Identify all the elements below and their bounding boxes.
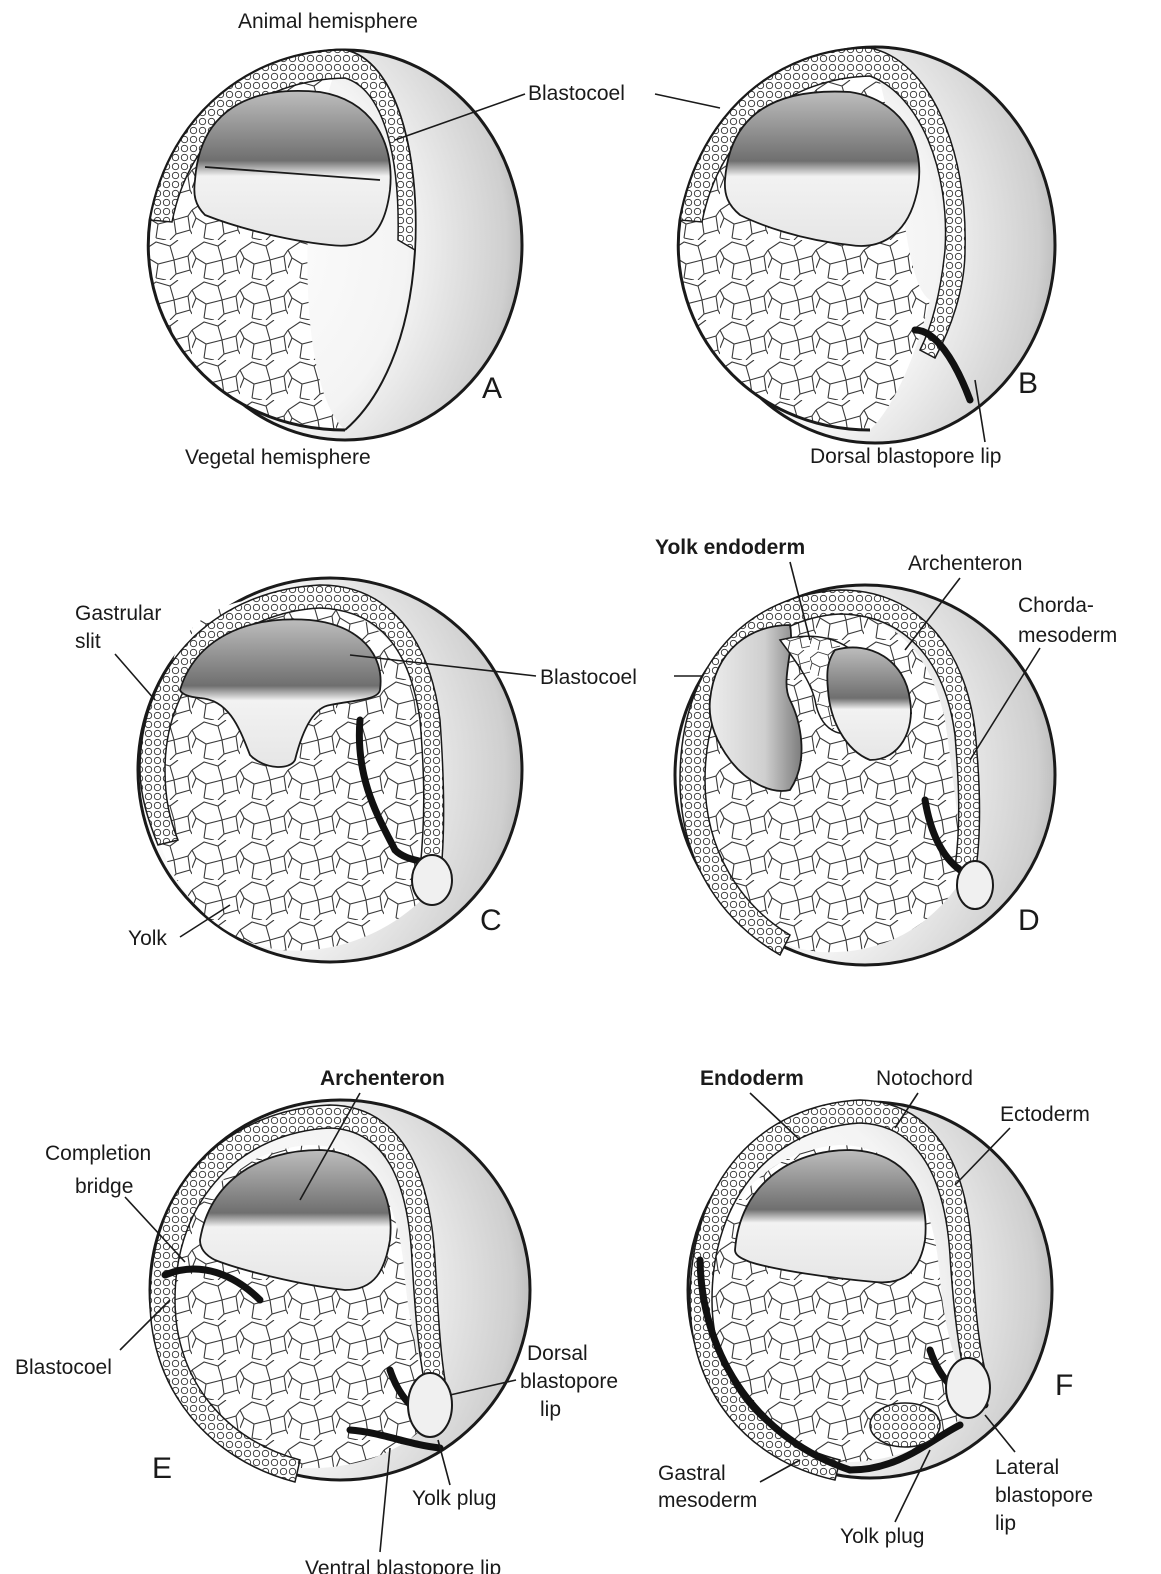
label-blastocoel-a: Blastocoel	[528, 82, 625, 105]
label-yolk-plug-e: Yolk plug	[412, 1487, 496, 1510]
label-ectoderm: Ectoderm	[1000, 1103, 1090, 1126]
label-notochord: Notochord	[876, 1067, 973, 1090]
panel-letter-a: A	[482, 372, 502, 405]
label-dorsal-2: blastopore	[520, 1370, 618, 1393]
label-lateral-3: lip	[995, 1512, 1016, 1535]
label-yolk-c: Yolk	[128, 927, 167, 950]
label-gastral-mesoderm-2: mesoderm	[658, 1489, 757, 1512]
panel-letter-e: E	[152, 1452, 172, 1485]
panel-d: Yolk endoderm Archenteron Chorda- mesode…	[655, 536, 1117, 965]
lateral-lip-mass-f	[870, 1403, 940, 1447]
label-yolk-endoderm: Yolk endoderm	[655, 536, 805, 559]
label-dorsal-1: Dorsal	[527, 1342, 588, 1365]
label-archenteron-d: Archenteron	[908, 552, 1022, 575]
label-dorsal-blastopore-lip-b: Dorsal blastopore lip	[810, 445, 1001, 468]
label-gastral-mesoderm-1: Gastral	[658, 1462, 726, 1485]
yolk-plug-c	[412, 855, 452, 905]
panel-c: Gastrular slit Blastocoel Yolk C	[75, 578, 720, 962]
label-yolk-plug-f: Yolk plug	[840, 1525, 924, 1548]
label-dorsal-3: lip	[540, 1398, 561, 1421]
label-blastocoel-e: Blastocoel	[15, 1356, 112, 1379]
label-lateral-1: Lateral	[995, 1456, 1059, 1479]
label-animal-hemisphere: Animal hemisphere	[238, 10, 418, 33]
yolk-plug-f	[946, 1358, 990, 1418]
yolk-plug-e	[408, 1373, 452, 1437]
label-blastocoel-c: Blastocoel	[540, 666, 637, 689]
panel-letter-f: F	[1055, 1369, 1073, 1402]
panel-f: Endoderm Notochord Ectoderm Gastral meso…	[658, 1067, 1093, 1548]
label-endoderm: Endoderm	[700, 1067, 804, 1090]
panel-letter-d: D	[1018, 904, 1040, 937]
label-vegetal-hemisphere: Vegetal hemisphere	[185, 446, 371, 469]
panel-letter-b: B	[1018, 367, 1038, 400]
panel-b: Dorsal blastopore lip B	[655, 47, 1055, 468]
label-completion-bridge-2: bridge	[75, 1175, 133, 1198]
panel-e: Archenteron Completion bridge Blastocoel…	[15, 1067, 618, 1574]
label-gastrular-slit-1: Gastrular	[75, 602, 161, 625]
panel-letter-c: C	[480, 904, 502, 937]
yolk-plug-d	[957, 861, 993, 909]
label-ventral-blastopore-lip: Ventral blastopore lip	[305, 1557, 501, 1574]
label-gastrular-slit-2: slit	[75, 630, 101, 653]
label-completion-bridge-1: Completion	[45, 1142, 151, 1165]
panel-a: Animal hemisphere Blastocoel Vegetal hem…	[148, 10, 625, 469]
label-archenteron-e: Archenteron	[320, 1067, 445, 1090]
label-chorda-mesoderm-2: mesoderm	[1018, 624, 1117, 647]
label-lateral-2: blastopore	[995, 1484, 1093, 1507]
label-chorda-mesoderm-1: Chorda-	[1018, 594, 1094, 617]
